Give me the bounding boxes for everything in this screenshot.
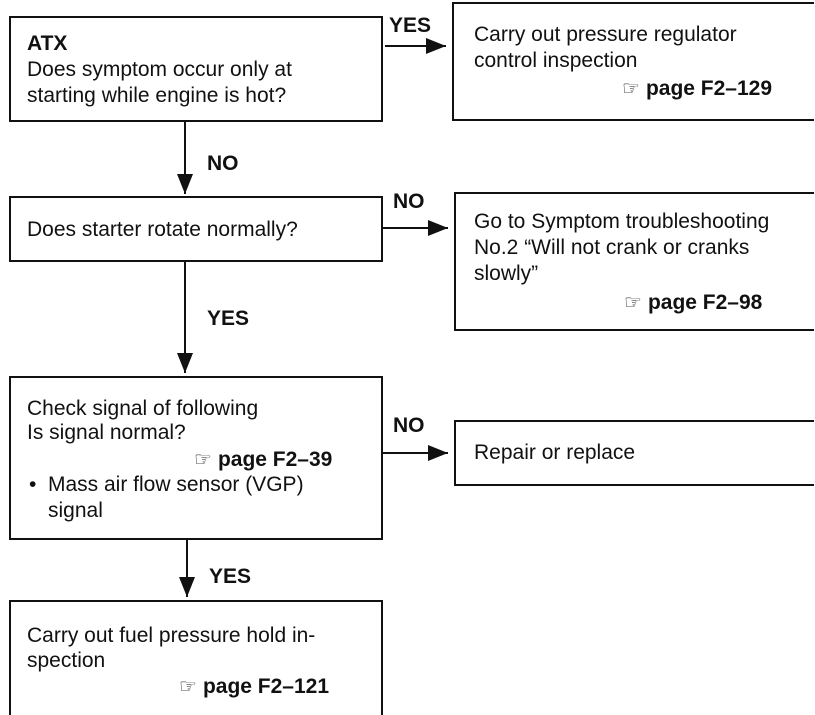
label-yes-1: YES [389, 14, 432, 37]
result1-line2: control inspection [474, 49, 638, 72]
box3-line2: Is signal normal? [27, 421, 186, 444]
box1-line1: Does symptom occur only at [27, 58, 292, 81]
result2-line1: Go to Symptom troubleshooting [474, 210, 770, 233]
pointing-hand-icon: ☞ [624, 292, 642, 314]
box3-page-ref: ☞page F2–39 [194, 447, 332, 472]
box4-line1: Carry out fuel pressure hold in- [27, 624, 316, 647]
label-no-2: NO [393, 190, 425, 213]
result2-line2: No.2 “Will not crank or cranks [474, 236, 750, 259]
pointing-hand-icon: ☞ [179, 676, 197, 698]
label-no-3: NO [393, 414, 425, 437]
result3-text: Repair or replace [474, 441, 636, 464]
pointing-hand-icon: ☞ [194, 449, 212, 471]
box3-ref-text: page F2–39 [217, 448, 333, 471]
box3-item1: Mass air flow sensor (VGP) [48, 473, 304, 496]
decision-box-starter [9, 196, 383, 262]
box4-ref-text: page F2–121 [202, 675, 330, 698]
box2-text: Does starter rotate normally? [27, 218, 298, 241]
action-box-fuel-pressure [9, 600, 383, 715]
result1-line1: Carry out pressure regulator [474, 23, 737, 46]
result1-page-ref: ☞page F2–129 [622, 76, 772, 101]
result2-line3: slowly” [474, 262, 539, 285]
box4-line2: spection [27, 649, 106, 672]
box1-line2: starting while engine is hot? [27, 84, 287, 107]
result-box-repair-replace [454, 420, 814, 486]
decision-box-atx [9, 16, 383, 122]
box1-title: ATX [27, 32, 68, 55]
result1-ref-text: page F2–129 [645, 77, 773, 100]
result2-page-ref: ☞page F2–98 [624, 290, 762, 315]
pointing-hand-icon: ☞ [622, 78, 640, 100]
decision-box-check-signal [9, 376, 383, 540]
box3-item2: signal [48, 499, 103, 522]
result-box-symptom-troubleshooting [454, 192, 814, 331]
result2-ref-text: page F2–98 [647, 291, 763, 314]
label-yes-2: YES [207, 307, 250, 330]
box3-line1: Check signal of following [27, 397, 259, 420]
box4-page-ref: ☞page F2–121 [179, 674, 329, 699]
label-yes-3: YES [209, 565, 252, 588]
result-box-pressure-regulator [452, 2, 814, 121]
label-no-1: NO [207, 152, 239, 175]
box3-bullet: • [29, 473, 37, 496]
